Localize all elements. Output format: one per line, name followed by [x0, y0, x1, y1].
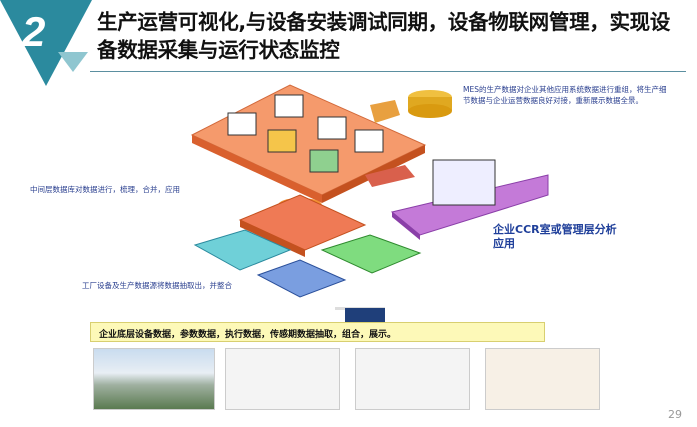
process-diagram-1	[225, 348, 340, 410]
factory-layer-blue	[256, 259, 347, 298]
ccr-note: 企业CCR室或管理层分析应用	[493, 223, 617, 250]
architecture-diagram	[190, 84, 549, 310]
middle-layer-note: 中间层数据库对数据进行，梳理，合并，应用	[30, 185, 180, 194]
section-number: 2	[22, 8, 46, 55]
factory-layer-teal	[193, 229, 292, 271]
arrow-icon	[365, 165, 415, 187]
mes-note: MES的生产数据对企业其他应用系统数据进行重组，将生产细节数据与企业运营数据良好…	[463, 85, 667, 105]
title-divider	[90, 71, 686, 72]
factory-layer-green	[320, 234, 422, 274]
page-title: 生产运营可视化,与设备安装调试同期，设备物联网管理，实现设备数据采集与运行状态监…	[97, 10, 671, 62]
page-number: 29	[668, 408, 682, 421]
factory-photo	[93, 348, 215, 410]
connector-icon	[370, 100, 400, 123]
summary-box: 企业底层设备数据，参数数据，执行数据，传感期数据抽取，组合，展示。	[90, 322, 545, 342]
process-diagram-3	[485, 348, 600, 410]
database-icon	[408, 90, 452, 118]
enabled-team-layer	[390, 159, 549, 240]
factory-note: 工厂设备及生产数据源将数据抽取出，并整合	[82, 281, 232, 290]
down-marker	[345, 308, 385, 322]
section-badge	[0, 0, 92, 86]
process-diagram-2	[355, 348, 470, 410]
